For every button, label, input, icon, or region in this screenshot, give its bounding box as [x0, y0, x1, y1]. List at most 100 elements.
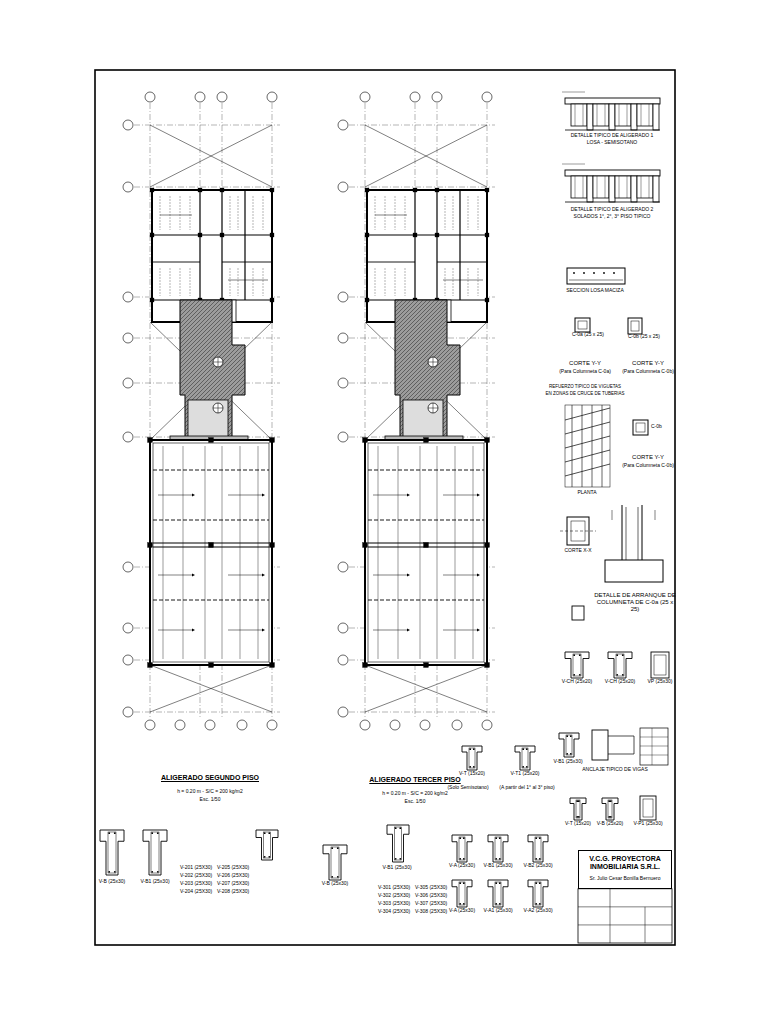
beam-line	[437, 262, 487, 263]
hollow-brick	[593, 104, 609, 126]
rebar-dot	[264, 832, 266, 834]
arrow-head	[477, 629, 480, 632]
anchor-bar	[634, 736, 635, 754]
opening-cross	[433, 357, 434, 367]
joist-line	[385, 268, 386, 296]
rebar-dot	[616, 654, 618, 656]
beam-section	[528, 880, 548, 907]
rebar-dot	[395, 858, 397, 860]
beam-outline	[608, 652, 632, 678]
beam-outline	[100, 830, 124, 875]
annotation-text: DETALLE DE ARRANQUE DE COLUMNETA DE C-0a…	[593, 592, 677, 613]
joist-line	[405, 268, 406, 296]
solid-slab	[567, 268, 625, 284]
span-arrow	[228, 575, 262, 576]
joist-line	[253, 196, 254, 230]
brick-web	[627, 104, 628, 126]
annotation-text: V-B (25x20)	[597, 821, 623, 826]
span-arrow	[443, 280, 483, 281]
joist-line	[582, 405, 583, 487]
brick-web	[627, 176, 628, 198]
opening-cross	[218, 357, 219, 367]
floor-plan	[338, 92, 495, 730]
annotation-text: V-201 (25X30)	[180, 865, 212, 870]
span-arrow	[373, 575, 407, 576]
column	[365, 298, 369, 302]
span-arrow	[158, 575, 192, 576]
title-block-frame	[578, 889, 672, 943]
joist-line	[238, 268, 239, 296]
column	[198, 188, 202, 192]
axis-mark	[612, 510, 613, 520]
column	[485, 298, 489, 302]
annotation-text: V-B1 (25x30)	[140, 879, 169, 884]
annotation-text: V-A (25x30)	[449, 863, 475, 868]
beam-section	[387, 825, 409, 862]
stirrup	[631, 321, 639, 331]
title-block-col	[610, 889, 611, 943]
column	[270, 438, 275, 443]
annotation-text: (Para Columneta C-0b)	[622, 369, 674, 374]
hollow-brick	[637, 176, 653, 198]
stirrup	[566, 735, 572, 755]
beam-outline	[528, 880, 548, 907]
owner-name: Sr. Julio Cesar Bonilla Bernuero	[582, 875, 668, 881]
arrow-head	[407, 494, 410, 497]
column-section	[628, 318, 642, 334]
rebar-dot	[459, 903, 461, 905]
rebar-dot	[522, 748, 524, 750]
table-col	[652, 728, 653, 765]
annotation-text: V-B (25x30)	[99, 879, 125, 884]
rebar-dot	[608, 816, 610, 818]
beam-line	[368, 520, 484, 521]
rebar-line	[569, 280, 623, 281]
void-cross	[365, 665, 487, 712]
joist-line	[455, 446, 456, 659]
brick-web	[641, 104, 642, 126]
joist-line	[453, 268, 454, 296]
opening-cross	[433, 403, 434, 413]
rebar-dot	[495, 858, 497, 860]
axis-bubble	[123, 292, 133, 302]
rebar-dot	[331, 876, 333, 878]
axis-bubble	[338, 182, 348, 192]
hollow-brick	[637, 104, 653, 126]
rebar-dot	[157, 871, 159, 873]
axis-bubble	[360, 92, 370, 102]
hollow-brick	[615, 104, 631, 126]
beam-section	[462, 746, 482, 770]
joist-rib	[587, 104, 593, 130]
joist-line	[468, 196, 469, 230]
axis-bubble	[338, 623, 348, 633]
opening-symbol	[428, 403, 438, 413]
column	[150, 188, 154, 192]
opening-symbol	[213, 357, 223, 367]
slab-outline	[365, 440, 487, 665]
rebar-dot	[608, 800, 610, 802]
joist-line	[385, 196, 386, 230]
beam-section	[528, 835, 548, 862]
rebar-dot	[463, 837, 465, 839]
rebar-dot	[114, 871, 116, 873]
annotation-text: V-A1 (25x30)	[483, 908, 512, 913]
leader-line	[562, 92, 585, 93]
axis-bubble	[338, 707, 348, 717]
title-block: V.C.G. PROYECTORA INMOBILIARIA S.R.L.Sr.…	[578, 850, 672, 889]
rebar-dot	[535, 882, 537, 884]
annotation-text: REFUERZO TIPICO DE VIGUETAS	[549, 385, 621, 390]
span-arrow	[158, 630, 192, 631]
brick-web	[649, 176, 650, 198]
annotation-text: (A partir del 1° al 3° piso)	[499, 785, 554, 790]
joist-line	[170, 196, 171, 230]
axis-bubble	[267, 720, 277, 730]
span-arrow	[373, 495, 407, 496]
arrow-head	[192, 494, 195, 497]
beam-outline	[256, 830, 278, 860]
beam-outline	[602, 798, 618, 820]
annotation-text: C-0a (25 x 25)	[572, 332, 604, 337]
rebar-dot	[463, 903, 465, 905]
beam-line	[367, 262, 415, 263]
rebar-dot	[499, 903, 501, 905]
axis-bubble	[175, 720, 185, 730]
annotation-text: V-203 (25X30)	[180, 881, 212, 886]
